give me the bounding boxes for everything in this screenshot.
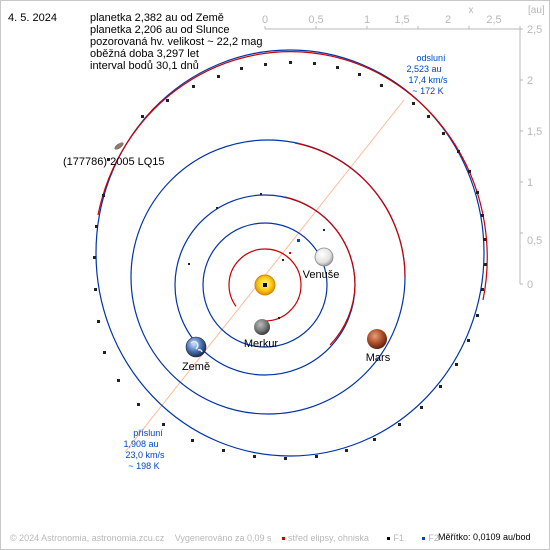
info-line-magnitude: pozorovaná hv. velikost ~ 22,2 mag	[90, 36, 263, 48]
center-legend-label: střed elipsy, ohniska	[287, 533, 369, 543]
perihelion-temperature: ~ 198 K	[128, 461, 159, 471]
venus-label: Venuše	[303, 269, 340, 281]
asteroid-icon	[114, 142, 124, 150]
asteroid-orbit	[95, 49, 485, 457]
mars-orbit-above	[294, 142, 406, 278]
mercury-icon	[254, 319, 270, 335]
earth-icon	[185, 336, 207, 358]
x-unit-label: x	[469, 5, 474, 16]
footer: © 2024 Astronomia, astronomia.zcu.cz Vyg…	[10, 533, 455, 543]
x-tick-3: 1,5	[394, 14, 409, 26]
f1-legend: F1	[387, 533, 412, 543]
perihelion-distance: 1,908 au	[123, 439, 158, 449]
earth-orbit-above	[284, 196, 356, 346]
asteroid-orbit-above	[97, 51, 488, 301]
x-tick-2: 1	[364, 14, 370, 26]
earth-label: Země	[182, 361, 210, 373]
info-line-earth-distance: planetka 2,382 au od Země	[90, 12, 224, 24]
info-line-sun-distance: planetka 2,206 au od Slunce	[90, 24, 230, 36]
planet-orbit-dots	[188, 193, 325, 319]
y-tick-0: 2,5	[527, 24, 542, 36]
y-tick-2: 1,5	[527, 126, 542, 138]
center-legend-marker	[281, 536, 285, 540]
generated-text: Vygenerováno za 0,09 s	[174, 533, 272, 543]
aphelion-speed: 17,4 km/s	[408, 75, 448, 85]
mars-label: Mars	[366, 352, 391, 364]
info-line-period: oběžná doba 3,297 let	[90, 48, 199, 60]
mercury-label: Merkur	[244, 338, 279, 350]
y-tick-5: 0	[527, 279, 533, 291]
aphelion-title: odsluní	[416, 53, 446, 63]
focus-f1-marker	[263, 283, 267, 287]
info-block: planetka 2,382 au od Země planetka 2,206…	[90, 12, 263, 72]
aphelion-temperature: ~ 172 K	[412, 86, 443, 96]
asteroid-position-dots	[93, 61, 487, 460]
f2-legend-marker	[422, 536, 426, 540]
y-tick-4: 0,5	[527, 235, 542, 247]
focus-f2-marker	[297, 239, 300, 242]
copyright-text: © 2024 Astronomia, astronomia.zcu.cz	[10, 533, 165, 543]
f2-legend: F2	[422, 533, 447, 543]
venus-orbit	[202, 222, 328, 348]
mars-icon	[367, 329, 387, 349]
perihelion-title: přísluní	[133, 428, 163, 438]
aphelion-distance: 2,523 au	[406, 64, 441, 74]
scale-label: Měřítko: 0,0109 au/bod	[438, 532, 531, 542]
info-line-interval: interval bodů 30,1 dnů	[90, 60, 199, 72]
date-label: 4. 5. 2024	[8, 12, 57, 24]
center-legend: střed elipsy, ohniska	[281, 533, 377, 543]
f1-legend-label: F1	[393, 533, 404, 543]
ellipse-center-marker	[289, 252, 291, 254]
x-tick-0: 0	[262, 14, 268, 26]
y-unit-label: [au]	[528, 5, 545, 16]
x-tick-1: 0,5	[308, 14, 323, 26]
y-tick-3: 1	[527, 177, 533, 189]
perihelion-speed: 23,0 km/s	[125, 450, 165, 460]
venus-icon	[314, 247, 334, 267]
f2-legend-label: F2	[428, 533, 439, 543]
x-axis	[264, 26, 521, 30]
x-tick-5: 2,5	[486, 14, 501, 26]
asteroid-label: (177786) 2005 LQ15	[63, 156, 165, 168]
y-tick-1: 2	[527, 75, 533, 87]
x-tick-4: 2	[445, 14, 451, 26]
y-axis	[519, 28, 523, 285]
f1-legend-marker	[387, 536, 391, 540]
earth-cloud-detail	[190, 340, 203, 353]
